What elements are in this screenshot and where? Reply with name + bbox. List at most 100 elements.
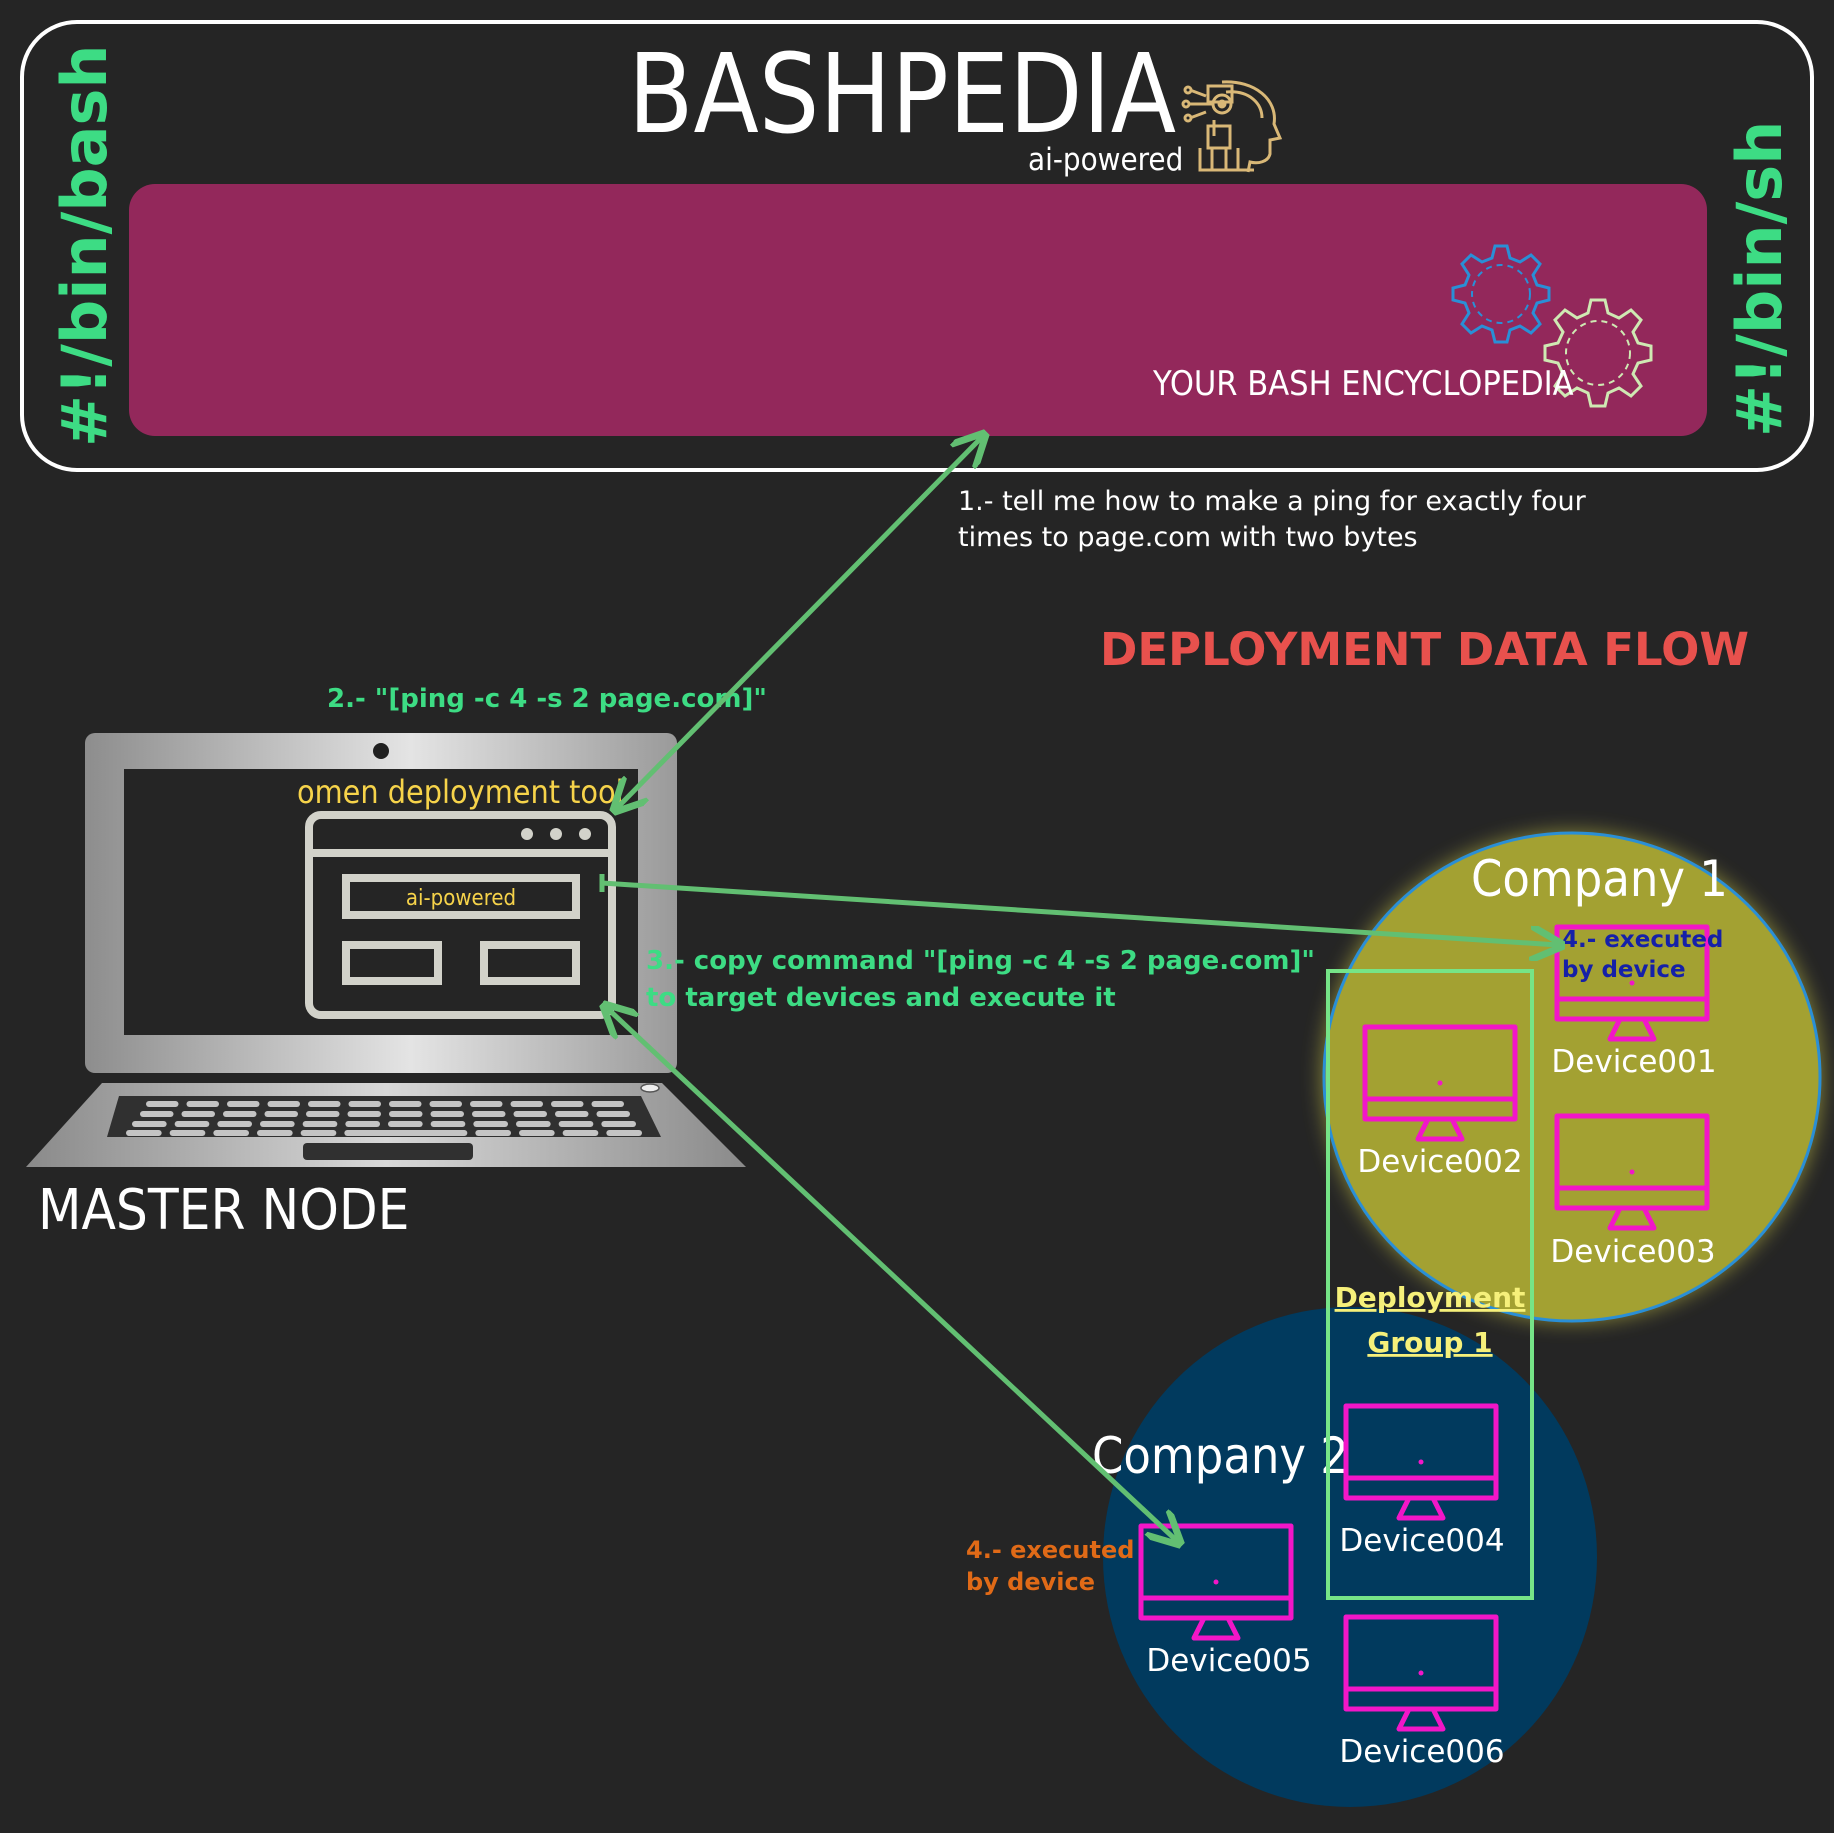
flow-arrows — [602, 437, 1558, 1541]
device-label: Device005 — [1146, 1643, 1311, 1679]
device-label: Device002 — [1357, 1144, 1522, 1180]
key — [264, 1111, 298, 1117]
key — [558, 1121, 594, 1127]
step4a-line2: by device — [1562, 957, 1686, 983]
flow-heading: DEPLOYMENT DATA FLOW — [1100, 623, 1749, 676]
key — [389, 1101, 422, 1107]
device-label: Device003 — [1550, 1234, 1715, 1270]
app-title: BASHPEDIA — [628, 30, 1176, 158]
window-dots — [521, 828, 591, 840]
key — [429, 1101, 462, 1107]
step1-line2: times to page.com with two bytes — [958, 522, 1418, 553]
key — [516, 1121, 551, 1127]
key — [169, 1130, 206, 1136]
key — [475, 1130, 511, 1136]
monitor-icon — [1343, 1403, 1499, 1521]
green-gear-icon — [1543, 298, 1653, 408]
key — [430, 1111, 464, 1117]
step3-line1: 3.- copy command "[ping -c 4 -s 2 page.c… — [646, 946, 1315, 976]
key — [257, 1130, 293, 1136]
key — [217, 1121, 252, 1127]
key — [591, 1101, 624, 1107]
monitor-icon — [1554, 1113, 1710, 1231]
key — [267, 1101, 300, 1107]
key — [470, 1101, 503, 1107]
group-label-line1: Deployment — [1335, 1281, 1526, 1314]
key — [510, 1101, 543, 1107]
tool-badge: ai-powered — [406, 886, 516, 911]
banner — [129, 184, 1707, 436]
key — [306, 1111, 340, 1117]
arrow-bashpedia-to-tool — [617, 437, 982, 808]
monitor-icon — [1554, 924, 1710, 1042]
ai-robot-head-icon — [1181, 80, 1283, 173]
monitor-icon — [1362, 1024, 1518, 1142]
key — [596, 1111, 630, 1117]
key — [302, 1121, 338, 1127]
key — [181, 1111, 215, 1117]
banner-text: YOUR BASH ENCYCLOPEDIA — [1152, 364, 1574, 404]
monitor-icon — [1138, 1523, 1294, 1641]
master-node-label: MASTER NODE — [38, 1178, 409, 1243]
key — [473, 1121, 508, 1127]
device-label: Device006 — [1339, 1734, 1504, 1770]
step1-line1: 1.- tell me how to make a ping for exact… — [958, 486, 1587, 517]
key — [186, 1101, 219, 1107]
key — [140, 1111, 174, 1117]
step4a-line1: 4.- executed — [1562, 927, 1723, 953]
key — [601, 1121, 636, 1127]
key — [562, 1130, 599, 1136]
blue-gear-icon — [1451, 244, 1551, 344]
key — [213, 1130, 249, 1136]
key — [551, 1101, 584, 1107]
device-3: Device003 — [1550, 1113, 1716, 1270]
key — [308, 1101, 341, 1107]
key — [389, 1111, 423, 1117]
monitor-icon — [1343, 1614, 1499, 1732]
key — [388, 1121, 423, 1127]
group-label-line2: Group 1 — [1367, 1326, 1492, 1359]
key — [126, 1130, 162, 1136]
app-subtitle: ai-powered — [1028, 142, 1183, 178]
key — [146, 1101, 179, 1107]
company2-label: Company 2 — [1092, 1427, 1349, 1485]
company1-label: Company 1 — [1471, 850, 1728, 908]
device-label: Device004 — [1339, 1523, 1504, 1559]
key — [519, 1130, 555, 1136]
step4b-line1: 4.- executed — [966, 1536, 1134, 1564]
key — [345, 1121, 380, 1127]
key — [513, 1111, 547, 1117]
device-2: Device002 — [1357, 1024, 1523, 1180]
key — [472, 1111, 506, 1117]
step2-label: 2.- "[ping -c 4 -s 2 page.com]" — [327, 684, 767, 714]
key — [347, 1111, 381, 1117]
deployment-group-box — [1326, 969, 1534, 1600]
arrow-tool-to-device001 — [601, 880, 1558, 945]
key — [555, 1111, 589, 1117]
keyboard — [126, 1101, 642, 1136]
key — [606, 1130, 642, 1136]
step3-line2: to target devices and execute it — [646, 983, 1116, 1013]
app-window-icon — [305, 811, 616, 1019]
right-vertical-shebang: #!/bin/sh — [1723, 121, 1796, 437]
key — [348, 1101, 381, 1107]
key — [260, 1121, 295, 1127]
key — [227, 1101, 260, 1107]
company2-circle — [1103, 1307, 1597, 1807]
devices: Device001Device002Device003Device004Devi… — [1138, 924, 1717, 1770]
left-vertical-shebang: #!/bin/bash — [48, 44, 121, 447]
key — [344, 1130, 468, 1136]
gears-icon — [1451, 244, 1653, 408]
company1-circle — [1322, 831, 1822, 1323]
tool-label: omen deployment tool — [297, 773, 624, 811]
key — [300, 1130, 337, 1136]
arrow-tool-to-device005 — [607, 1008, 1177, 1541]
key — [430, 1121, 466, 1127]
device-5: Device005 — [1138, 1523, 1312, 1679]
device-1: Device001 — [1551, 924, 1717, 1080]
device-label: Device001 — [1551, 1044, 1716, 1080]
key — [223, 1111, 257, 1117]
key — [174, 1121, 210, 1127]
device-6: Device006 — [1339, 1614, 1505, 1770]
